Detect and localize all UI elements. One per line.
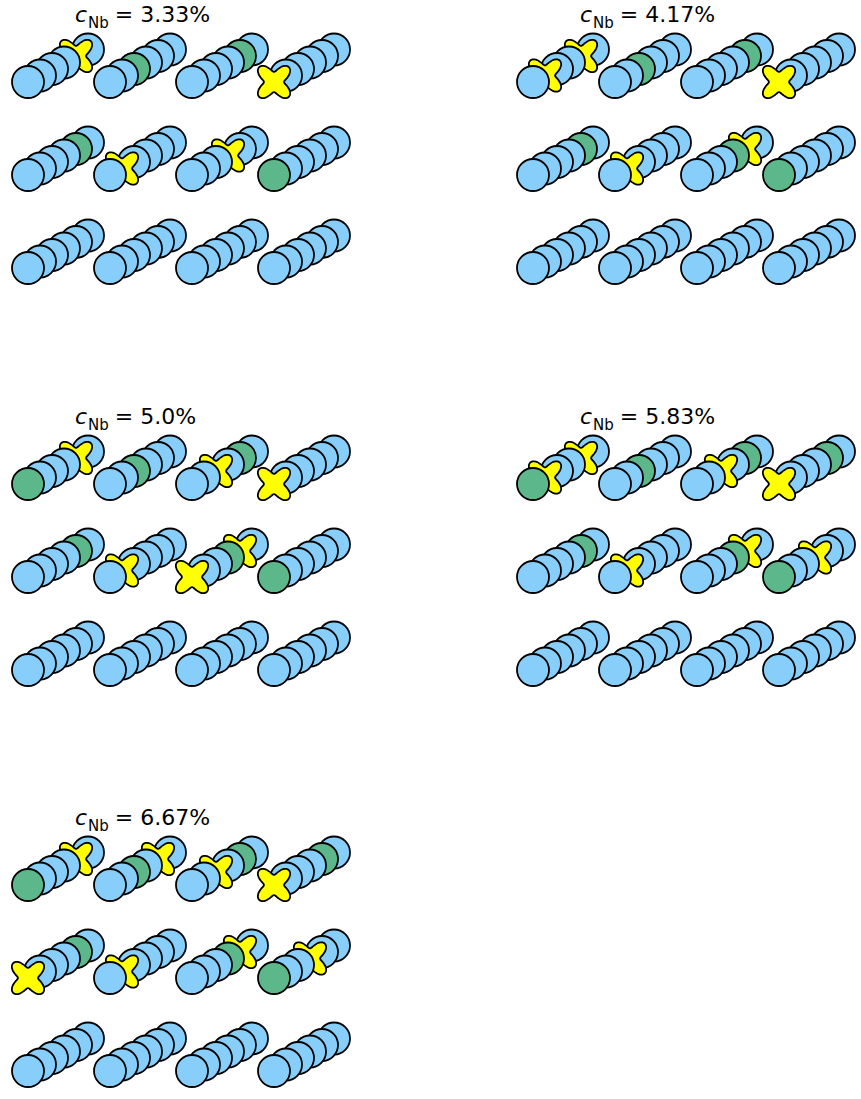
host-atom — [12, 66, 44, 98]
host-atom — [517, 561, 549, 593]
host-atom — [176, 468, 208, 500]
host-atom — [94, 869, 126, 901]
host-atom — [599, 252, 631, 284]
host-atom — [12, 561, 44, 593]
symbol-letter: c — [75, 404, 87, 429]
dopant-cross — [176, 561, 208, 593]
nb-atom — [258, 159, 290, 191]
symbol-subscript: Nb — [593, 14, 614, 32]
host-atom — [681, 654, 713, 686]
host-atom — [258, 252, 290, 284]
dopant-cross — [763, 468, 795, 500]
host-atom — [94, 561, 126, 593]
host-atom — [94, 66, 126, 98]
concentration-label: cNb= 6.67% — [75, 807, 210, 829]
host-atom — [176, 654, 208, 686]
symbol-subscript: Nb — [88, 14, 109, 32]
concentration-value: = 3.33% — [115, 2, 210, 27]
atom-panel — [12, 436, 350, 687]
host-atom — [94, 1055, 126, 1087]
host-atom — [94, 654, 126, 686]
atom-panel — [517, 436, 855, 687]
host-atom — [176, 962, 208, 994]
host-atom — [12, 654, 44, 686]
host-atom — [12, 159, 44, 191]
host-atom — [517, 159, 549, 191]
concentration-label: cNb= 3.33% — [75, 4, 210, 26]
host-atom — [176, 252, 208, 284]
nb-atom — [258, 561, 290, 593]
host-atom — [176, 159, 208, 191]
nb-atom — [12, 468, 44, 500]
host-atom — [517, 654, 549, 686]
host-atom — [258, 1055, 290, 1087]
host-atom — [681, 561, 713, 593]
dopant-cross — [258, 468, 290, 500]
nb-atom — [517, 468, 549, 500]
atom-panel — [12, 34, 350, 285]
atom-panel — [517, 34, 855, 285]
dopant-cross — [258, 66, 290, 98]
atom-panel — [12, 837, 350, 1088]
symbol-letter: c — [75, 2, 87, 27]
host-atom — [681, 66, 713, 98]
host-atom — [681, 252, 713, 284]
symbol-subscript: Nb — [593, 416, 614, 434]
concentration-value: = 4.17% — [620, 2, 715, 27]
host-atom — [599, 468, 631, 500]
host-atom — [763, 252, 795, 284]
host-atom — [176, 66, 208, 98]
host-atom — [763, 654, 795, 686]
host-atom — [94, 962, 126, 994]
host-atom — [94, 468, 126, 500]
host-atom — [681, 468, 713, 500]
concentration-label: cNb= 5.83% — [580, 406, 715, 428]
host-atom — [94, 252, 126, 284]
host-atom — [94, 159, 126, 191]
host-atom — [517, 66, 549, 98]
concentration-label: cNb= 4.17% — [580, 4, 715, 26]
symbol-letter: c — [580, 2, 592, 27]
nb-atom — [12, 869, 44, 901]
host-atom — [517, 252, 549, 284]
host-atom — [599, 159, 631, 191]
host-atom — [599, 654, 631, 686]
nb-atom — [763, 561, 795, 593]
nb-atom — [258, 962, 290, 994]
nb-atom — [763, 159, 795, 191]
symbol-letter: c — [75, 805, 87, 830]
dopant-cross — [763, 66, 795, 98]
host-atom — [599, 66, 631, 98]
concentration-label: cNb= 5.0% — [75, 406, 196, 428]
dopant-cross — [258, 869, 290, 901]
symbol-subscript: Nb — [88, 416, 109, 434]
host-atom — [258, 654, 290, 686]
symbol-subscript: Nb — [88, 817, 109, 835]
dopant-cross — [12, 962, 44, 994]
concentration-value: = 5.83% — [620, 404, 715, 429]
symbol-letter: c — [580, 404, 592, 429]
host-atom — [681, 159, 713, 191]
host-atom — [12, 252, 44, 284]
host-atom — [12, 1055, 44, 1087]
concentration-value: = 6.67% — [115, 805, 210, 830]
host-atom — [176, 1055, 208, 1087]
concentration-value: = 5.0% — [115, 404, 196, 429]
host-atom — [176, 869, 208, 901]
host-atom — [599, 561, 631, 593]
